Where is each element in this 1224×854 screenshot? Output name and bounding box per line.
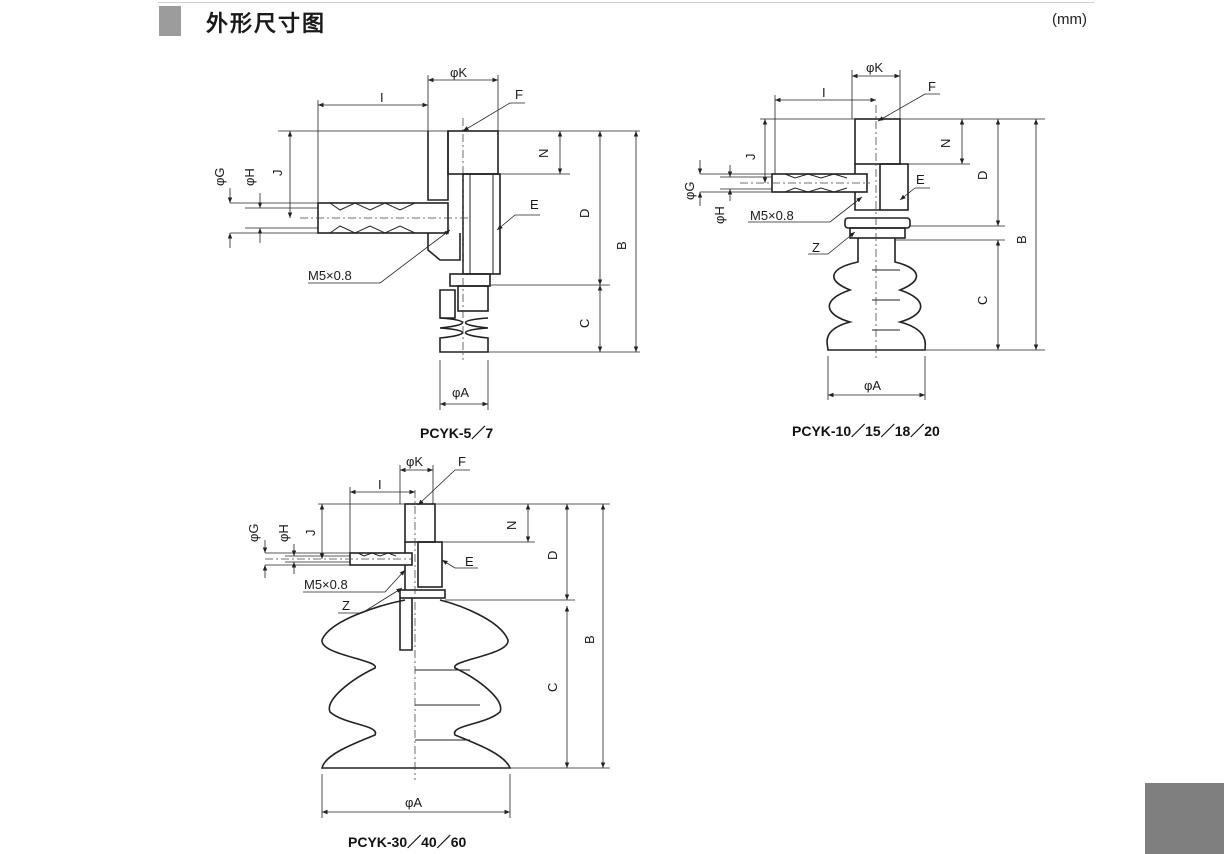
label-c: C — [545, 683, 560, 692]
label-d: D — [975, 171, 990, 180]
top-rule — [158, 2, 1094, 3]
caption-pcyk-5-7: PCYK-5／7 — [420, 425, 494, 441]
body-top — [854, 118, 901, 165]
label-e: E — [465, 554, 474, 569]
bellows — [439, 317, 489, 353]
label-f: F — [458, 454, 466, 469]
label-phi-a: φA — [864, 378, 881, 393]
label-n: N — [536, 149, 551, 158]
label-phi-h: φH — [276, 524, 291, 542]
label-z: Z — [342, 598, 350, 613]
hex-body — [417, 541, 443, 588]
label-f: F — [928, 79, 936, 94]
label-phi-a: φA — [452, 385, 469, 400]
label-i: I — [822, 85, 826, 100]
label-c: C — [577, 319, 592, 328]
label-i: I — [378, 477, 382, 492]
page-corner-tab — [1145, 783, 1224, 854]
label-n: N — [938, 139, 953, 148]
hex-body — [462, 173, 501, 275]
label-phi-g: φG — [246, 523, 261, 542]
side-block — [427, 131, 449, 201]
bellows — [320, 599, 512, 769]
drawing-pcyk-30-60: φK F I N J φG φH E D B M5×0.8 Z C φA — [246, 454, 610, 818]
label-d: D — [577, 209, 592, 218]
label-thread: M5×0.8 — [308, 268, 352, 283]
label-j: J — [743, 154, 758, 161]
label-phi-a: φA — [405, 795, 422, 810]
bellows — [826, 238, 927, 351]
label-j: J — [270, 170, 285, 177]
label-c: C — [975, 296, 990, 305]
caption-pcyk-10-20: PCYK-10／15／18／20 — [792, 423, 940, 439]
label-phi-h: φH — [712, 206, 727, 224]
label-i: I — [380, 90, 384, 105]
label-d: D — [545, 551, 560, 560]
label-e: E — [916, 172, 925, 187]
section-marker — [159, 6, 181, 36]
hex-body — [879, 163, 909, 211]
label-e: E — [530, 197, 539, 212]
label-phi-g: φG — [212, 167, 227, 186]
label-n: N — [504, 521, 519, 530]
label-thread: M5×0.8 — [750, 208, 794, 223]
body-top — [404, 503, 436, 543]
label-phi-k: φK — [866, 60, 883, 75]
label-j: J — [303, 530, 318, 537]
caption-pcyk-30-60: PCYK-30／40／60 — [348, 834, 467, 850]
unit-label: (mm) — [1052, 11, 1087, 28]
label-b: B — [582, 635, 597, 644]
label-z: Z — [812, 240, 820, 255]
label-f: F — [515, 87, 523, 102]
label-phi-k: φK — [450, 65, 467, 80]
label-b: B — [1014, 235, 1029, 244]
body-top — [447, 130, 499, 175]
label-thread: M5×0.8 — [304, 577, 348, 592]
label-phi-g: φG — [682, 181, 697, 200]
drawing-pcyk-10-20: φK F I N J φG φH E D B M5×0.8 Z C φA — [682, 60, 1045, 400]
section-title: 外形尺寸图 — [206, 12, 327, 37]
label-phi-k: φK — [406, 454, 423, 469]
drawing-pcyk-5-7: φK F I N J φG φH E D B M5×0.8 C φA — [212, 65, 640, 410]
label-b: B — [614, 241, 629, 250]
label-phi-h: φH — [242, 168, 257, 186]
